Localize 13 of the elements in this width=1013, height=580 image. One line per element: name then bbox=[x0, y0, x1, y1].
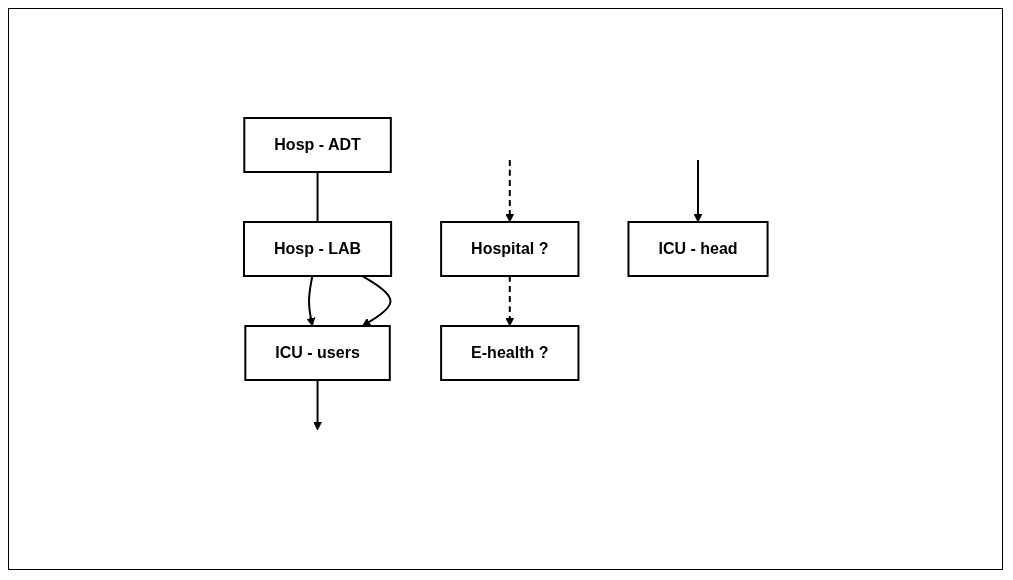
arrow bbox=[505, 275, 514, 327]
connector bbox=[316, 171, 319, 223]
node-box: Hosp - LAB bbox=[242, 221, 392, 277]
node-box: Hosp - ADT bbox=[243, 117, 392, 173]
node-box: Hospital ? bbox=[439, 221, 580, 277]
node-box: ICU - users bbox=[244, 325, 391, 381]
arrow bbox=[505, 159, 514, 223]
node-box: ICU - head bbox=[627, 221, 769, 277]
arrow bbox=[693, 159, 703, 223]
arrow bbox=[306, 275, 315, 327]
arrow bbox=[360, 275, 392, 327]
node-box: E-health ? bbox=[439, 325, 580, 381]
arrow bbox=[312, 379, 322, 431]
